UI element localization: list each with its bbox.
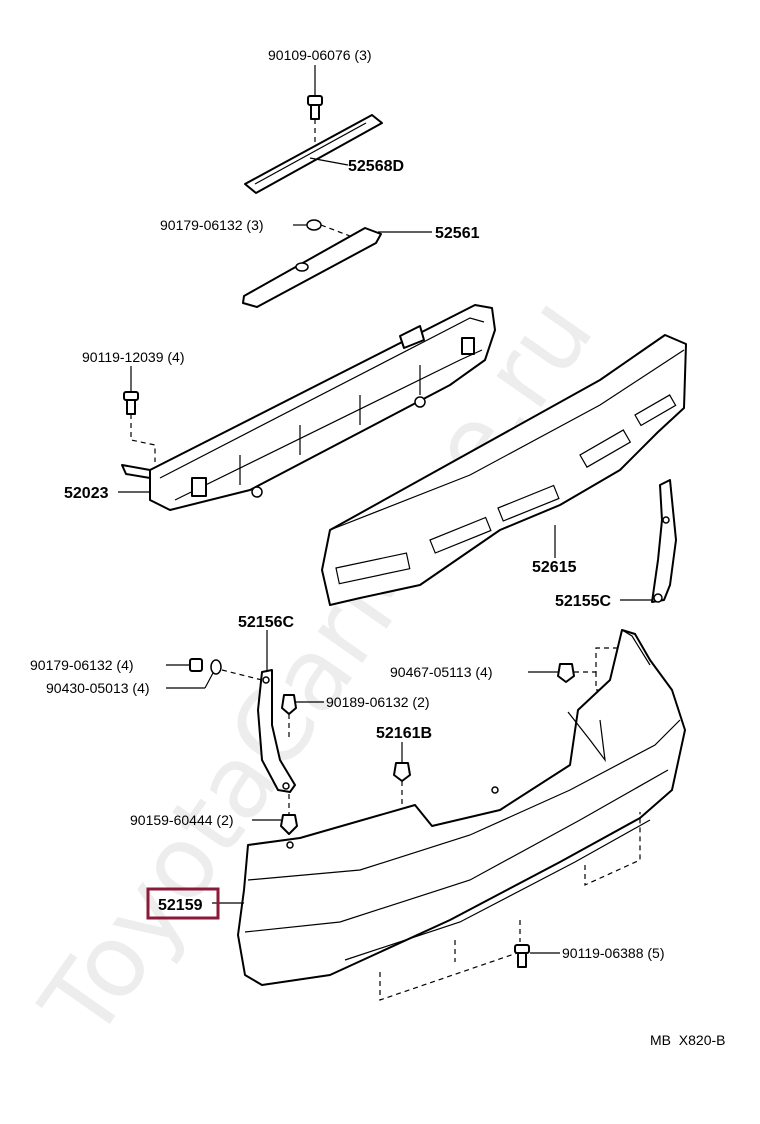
clip-52161B: [393, 762, 411, 782]
label-52615: 52615: [532, 559, 577, 576]
label-90179-06132-top: 90179-06132 (3): [160, 217, 264, 233]
clip-90189: [281, 694, 297, 715]
nut-90179-top: [306, 219, 322, 231]
label-90179-06132-mid: 90179-06132 (4): [30, 657, 134, 673]
label-52023: 52023: [64, 485, 109, 502]
footer-code: MB X820-B: [650, 1032, 725, 1048]
label-90159-60444: 90159-60444 (2): [130, 812, 234, 828]
highlight-box-52159: [146, 887, 220, 920]
label-90467-05113: 90467-05113 (4): [390, 664, 492, 680]
part-52561: [242, 227, 382, 308]
bolt-90119-06388: [514, 944, 530, 968]
label-52159: 52159: [158, 897, 203, 914]
clip-90159: [280, 814, 298, 835]
label-90119-06388: 90119-06388 (5): [562, 945, 664, 961]
label-90430-05013: 90430-05013 (4): [46, 680, 150, 696]
bolt-90119-12039: [123, 391, 139, 415]
label-52161B: 52161B: [376, 725, 432, 742]
bolt-90109: [307, 95, 323, 120]
washer-90430: [210, 659, 222, 675]
part-52023-reinforcement: [121, 304, 496, 511]
label-90109-06076: 90109-06076 (3): [268, 47, 372, 63]
label-52568D: 52568D: [348, 158, 404, 175]
part-52155C-bracket: [651, 479, 677, 603]
label-90119-12039: 90119-12039 (4): [82, 349, 184, 365]
clip-90467: [557, 663, 575, 683]
leader-52568D: [309, 157, 349, 166]
label-90189-06132: 90189-06132 (2): [326, 694, 430, 710]
label-52156C: 52156C: [238, 614, 294, 631]
part-52615-energy-absorber: [321, 334, 687, 606]
nut-90179-mid: [189, 658, 203, 672]
label-52155C: 52155C: [555, 593, 611, 610]
part-52159-bumper-cover: [237, 629, 686, 986]
part-52568D: [244, 114, 383, 194]
label-52561: 52561: [435, 225, 480, 242]
part-52156C-bracket: [257, 669, 296, 793]
